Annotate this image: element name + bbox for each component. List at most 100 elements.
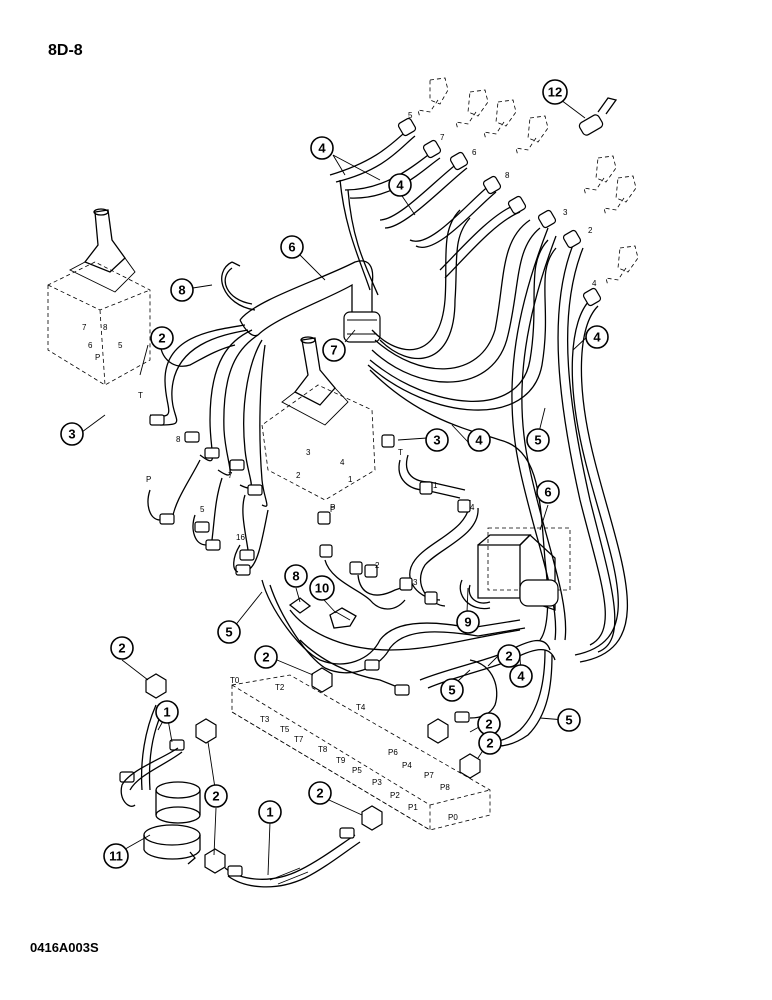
callout-2: 2 <box>254 645 278 669</box>
valve-port-label: 3 <box>306 448 311 457</box>
valve-port-label: P <box>330 505 335 514</box>
svg-text:5: 5 <box>534 433 541 448</box>
swivel-assembly <box>120 704 361 888</box>
hose-end-label: 4 <box>470 503 475 512</box>
svg-text:2: 2 <box>316 786 323 801</box>
hose-end-label: 3 <box>563 208 568 217</box>
callout-1: 1 <box>155 700 179 724</box>
manifold-port-label: P2 <box>390 791 400 800</box>
callout-3: 3 <box>425 428 449 452</box>
callout-4: 4 <box>310 136 334 160</box>
manifold-port-label: T5 <box>280 725 290 734</box>
hose-end-label: P <box>146 475 151 484</box>
svg-text:4: 4 <box>593 330 601 345</box>
leader-lines <box>81 99 589 876</box>
callout-4: 4 <box>467 428 491 452</box>
hose-end-label: 3 <box>413 578 418 587</box>
hose-end-label: 6 <box>472 148 477 157</box>
hose-end-label: P <box>330 503 335 512</box>
callout-5: 5 <box>217 620 241 644</box>
svg-text:6: 6 <box>288 240 295 255</box>
hose-bundle-upper <box>329 127 628 663</box>
manifold-port-label: T3 <box>260 715 270 724</box>
callout-11: 11 <box>103 843 129 869</box>
manifold-port-label: T9 <box>336 756 346 765</box>
valve-port-label: T <box>398 448 403 457</box>
hose-end-label: 5 <box>200 505 205 514</box>
upper-hose-end-fittings: 5 7 6 8 3 2 4 <box>397 77 639 307</box>
hose-end-label: 1 <box>433 481 438 490</box>
svg-text:2: 2 <box>262 650 269 665</box>
callout-7: 7 <box>322 338 346 362</box>
manifold-port-label: P4 <box>402 761 412 770</box>
valve-port-label: 2 <box>296 471 301 480</box>
valve-port-label: 8 <box>103 323 108 332</box>
manifold-port-label: T7 <box>294 735 304 744</box>
svg-text:4: 4 <box>517 669 525 684</box>
svg-text:9: 9 <box>464 615 471 630</box>
manifold-port-label: P0 <box>448 813 458 822</box>
callout-2: 2 <box>110 636 134 660</box>
hose-end-label: 4 <box>592 279 597 288</box>
callout-10: 10 <box>309 575 335 601</box>
svg-text:8: 8 <box>292 569 299 584</box>
callouts: 4 4 6 8 12 2 3 7 3 4 5 4 6 9 8 10 5 2 2 … <box>60 79 609 869</box>
manifold-port-label: P8 <box>440 783 450 792</box>
callout-2: 2 <box>150 326 174 350</box>
right-joystick-valve: 3 4 2 1 T P <box>261 336 403 514</box>
valve-port-label: P <box>95 353 100 362</box>
hose-end-label: 5 <box>408 111 413 120</box>
manifold-port-label: P3 <box>372 778 382 787</box>
svg-text:10: 10 <box>315 581 329 596</box>
callout-5: 5 <box>557 708 581 732</box>
manifold-port-label: P6 <box>388 748 398 757</box>
svg-text:2: 2 <box>158 331 165 346</box>
svg-text:2: 2 <box>212 789 219 804</box>
svg-text:4: 4 <box>396 178 404 193</box>
center-valve-hoses: 2 3 P 1 4 <box>317 434 479 610</box>
manifold-block: T0 T2 T4 T3 T5 T7 T8 T9 P5 P6 P4 P7 P3 P… <box>230 674 491 831</box>
callout-2: 2 <box>497 644 521 668</box>
callout-3: 3 <box>60 422 84 446</box>
callout-2: 2 <box>308 781 332 805</box>
callout-4: 4 <box>585 325 609 349</box>
svg-text:4: 4 <box>475 433 483 448</box>
hose-end-label: 7 <box>228 471 233 480</box>
loose-fittings <box>119 667 481 874</box>
callout-1: 1 <box>258 800 282 824</box>
valve-port-label: T <box>138 391 143 400</box>
page-title: 8D-8 <box>48 42 83 59</box>
hose-sleeve-upper <box>221 260 381 343</box>
manifold-port-label: P5 <box>352 766 362 775</box>
hose-end-label: 8 <box>505 171 510 180</box>
callout-4: 4 <box>509 664 533 688</box>
svg-text:2: 2 <box>485 717 492 732</box>
hose-end-label: 2 <box>588 226 593 235</box>
svg-text:8: 8 <box>178 283 185 298</box>
callout-2: 2 <box>477 712 501 736</box>
manifold-port-label: P7 <box>424 771 434 780</box>
manifold-port-label: T0 <box>230 676 240 685</box>
hose-end-label: 8 <box>176 435 181 444</box>
svg-text:3: 3 <box>433 433 440 448</box>
callout-8: 8 <box>170 278 194 302</box>
manifold-port-label: T2 <box>275 683 285 692</box>
svg-text:3: 3 <box>68 427 75 442</box>
svg-text:11: 11 <box>109 849 123 864</box>
callout-4: 4 <box>388 173 412 197</box>
valve-port-label: 1 <box>348 475 353 484</box>
manifold-port-label: T4 <box>356 703 366 712</box>
manifold-port-label: P1 <box>408 803 418 812</box>
left-joystick-valve: 7 8 6 P 5 T <box>47 208 151 400</box>
svg-text:1: 1 <box>163 705 170 720</box>
valve-port-label: 5 <box>118 341 123 350</box>
svg-text:2: 2 <box>486 736 493 751</box>
svg-text:2: 2 <box>505 649 512 664</box>
svg-text:1: 1 <box>266 805 273 820</box>
hose-end-label: 16 <box>236 533 245 542</box>
svg-text:6: 6 <box>544 485 551 500</box>
callout-6: 6 <box>280 235 304 259</box>
callout-2: 2 <box>478 731 502 755</box>
callout-12: 12 <box>542 79 568 105</box>
